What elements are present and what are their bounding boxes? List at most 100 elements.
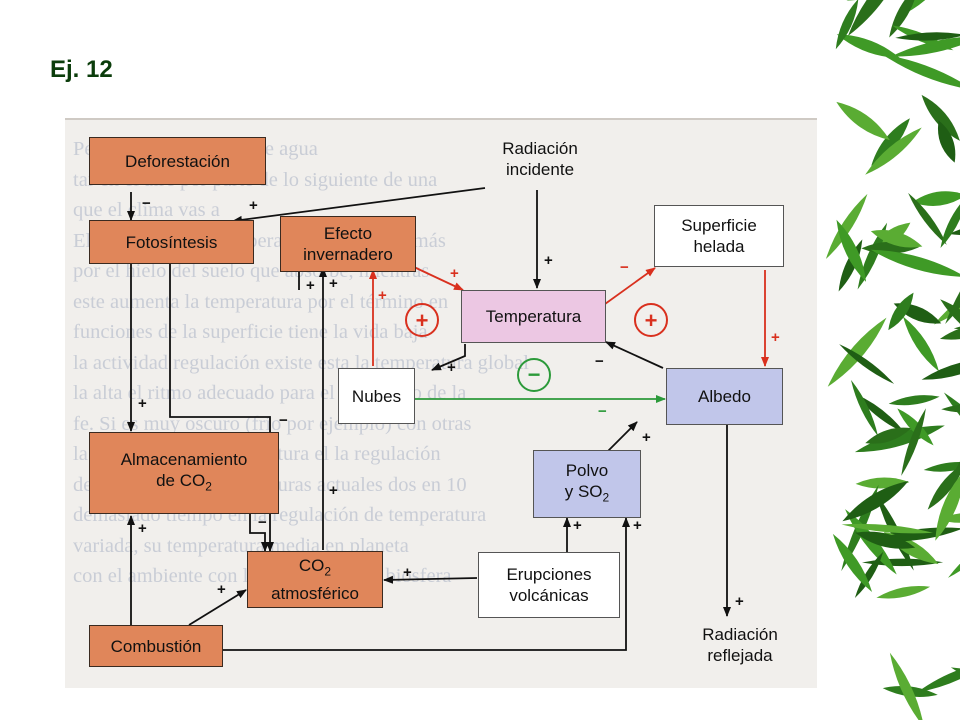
- bamboo-leaf: [871, 118, 910, 166]
- arrow-radiacion-fotosintesis: [232, 187, 486, 224]
- arrow-polvo-albedo: [607, 421, 638, 452]
- bamboo-leaf: [842, 480, 909, 522]
- node-radiacion-reflejada: Radiación reflejada: [665, 624, 815, 666]
- sign-6: +: [771, 329, 780, 346]
- sign-19: +: [403, 564, 412, 581]
- positive-loop-left: [405, 303, 439, 337]
- sign-20: +: [573, 517, 582, 534]
- bamboo-leaf: [836, 219, 867, 282]
- bamboo-leaf: [897, 408, 934, 446]
- bamboo-leaf: [865, 127, 922, 175]
- bamboo-leaf: [908, 192, 947, 245]
- radiacion-incidente-line-2: incidente: [505, 160, 575, 179]
- bamboo-leaf: [882, 54, 960, 91]
- sign-2: +: [249, 197, 258, 214]
- sign-1: −: [142, 195, 151, 212]
- bamboo-leaf: [854, 551, 884, 598]
- negative-loop: [517, 358, 551, 392]
- bamboo-leaf: [912, 191, 960, 206]
- bamboo-leaf: [836, 34, 901, 59]
- node-fotosintesis-label: Fotosíntesis: [125, 232, 218, 252]
- node-combustion-label: Combustión: [110, 636, 202, 656]
- sign-12: −: [598, 403, 607, 420]
- sign-5: −: [620, 259, 629, 276]
- sign-3: +: [544, 252, 553, 269]
- node-albedo: Albedo: [666, 368, 783, 425]
- bamboo-leaf: [938, 120, 956, 163]
- sign-15: −: [258, 514, 267, 531]
- positive-loop-right: [634, 303, 668, 337]
- bamboo-leaf: [827, 317, 887, 387]
- arrow-albedo-temperatura: [605, 341, 664, 369]
- bamboo-leaf: [889, 0, 919, 38]
- negative-loop-sign: −: [528, 362, 541, 387]
- sign-8: +: [306, 277, 315, 294]
- bamboo-leaf: [921, 358, 960, 380]
- bamboo-leaf: [917, 661, 960, 693]
- sign-18: +: [217, 581, 226, 598]
- bamboo-leaf: [854, 425, 945, 453]
- sign-13: +: [138, 395, 147, 412]
- bamboo-leaf: [835, 0, 859, 50]
- background-text-line: este aumenta la temperatura por el térmi…: [73, 290, 449, 313]
- bamboo-leaf: [941, 404, 960, 413]
- node-albedo-label: Albedo: [698, 387, 751, 406]
- bamboo-leaf: [825, 193, 868, 260]
- node-deforestacion-label: Deforestación: [125, 151, 230, 171]
- bamboo-leaf: [888, 395, 940, 406]
- bamboo-leaf: [923, 462, 960, 472]
- arrow-almacenamiento-co2: [249, 512, 269, 552]
- sign-11: −: [595, 353, 604, 370]
- bamboo-leaf: [865, 427, 912, 444]
- bamboo-leaf: [935, 470, 960, 541]
- node-combustion: Combustión: [89, 625, 223, 667]
- arrow-temperatura-nubes: [431, 344, 466, 371]
- sign-21: +: [633, 517, 642, 534]
- bamboo-leaf: [839, 344, 895, 384]
- bamboo-leaf: [889, 652, 925, 720]
- bamboo-leaf: [832, 533, 873, 593]
- bamboo-leaf: [841, 523, 933, 534]
- bamboo-leaf: [939, 324, 960, 340]
- bamboo-leaf: [943, 392, 960, 465]
- slide-title: Ej. 12: [50, 56, 113, 83]
- sign-14: −: [279, 412, 288, 429]
- bamboo-leaf: [836, 101, 890, 141]
- bamboo-leaf: [947, 533, 960, 578]
- bamboo-leaf: [870, 230, 923, 248]
- node-radiacion-incidente: Radiación incidente: [475, 138, 605, 180]
- node-deforestacion: Deforestación: [89, 137, 266, 185]
- bamboo-leaf: [847, 0, 906, 37]
- radiacion-reflejada-line-2: reflejada: [707, 646, 773, 665]
- arrow-temperatura-superficie: [604, 267, 656, 305]
- arrow-combustion-polvo: [223, 517, 630, 651]
- sign-22: +: [642, 429, 651, 446]
- node-fotosintesis: Fotosíntesis: [89, 220, 254, 264]
- bamboo-leaves-decoration: [825, 0, 960, 720]
- bamboo-leaf: [940, 195, 960, 249]
- bamboo-leaf: [855, 531, 916, 549]
- bamboo-leaf: [888, 292, 914, 331]
- sign-9: +: [329, 275, 338, 292]
- bamboo-leaf: [927, 462, 960, 510]
- bamboo-leaf: [855, 393, 905, 433]
- node-nubes: Nubes: [338, 368, 415, 424]
- background-text-line: que el clima vas a: [73, 199, 220, 221]
- bamboo-leaf: [945, 245, 960, 324]
- radiacion-reflejada-line-1: Radiación: [702, 625, 778, 644]
- sign-10: +: [447, 359, 456, 376]
- positive-loop-right-sign: +: [645, 308, 658, 333]
- bamboo-leaf: [901, 408, 926, 476]
